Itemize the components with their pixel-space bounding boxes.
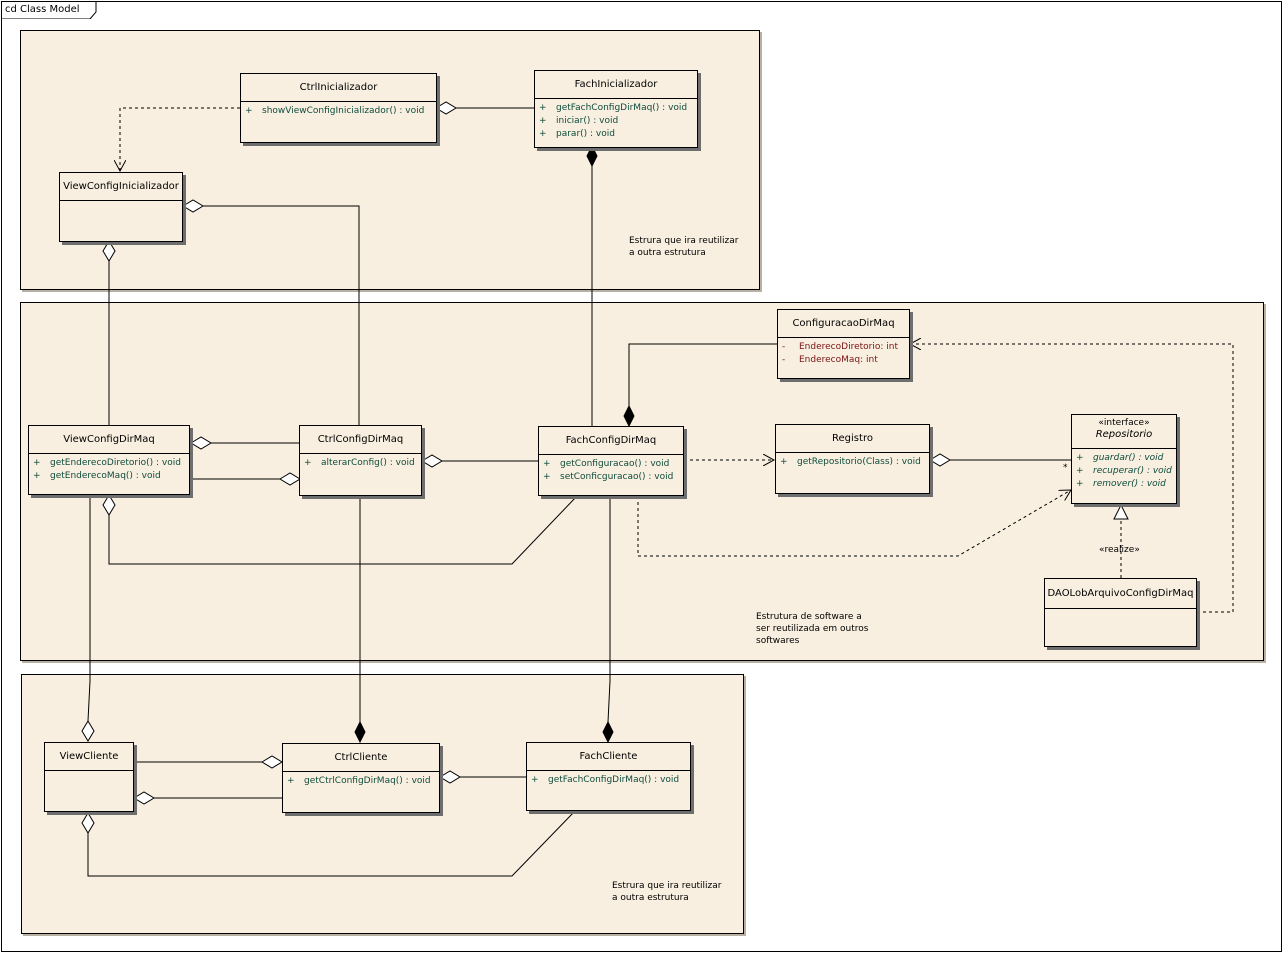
composition-diamond bbox=[623, 404, 635, 428]
aggregation-viewinit-ctrlconfig bbox=[203, 205, 360, 425]
composition-diamond bbox=[586, 144, 598, 168]
composition-diamond bbox=[354, 720, 366, 744]
composition-fachconfig-fachcliente bbox=[607, 496, 611, 723]
aggregation-diamond bbox=[439, 770, 461, 784]
class-fach-cliente[interactable]: FachCliente +getFachConfigDirMaq() : voi… bbox=[526, 742, 691, 811]
class-name: Repositorio bbox=[1095, 429, 1153, 440]
aggregation-diamond bbox=[421, 454, 443, 468]
operation: +getFachConfigDirMaq() : void bbox=[539, 103, 688, 113]
operation: +getEnderecoMaq() : void bbox=[33, 471, 161, 481]
frame-tab bbox=[1, 1, 97, 19]
operation: +getConfiguracao() : void bbox=[543, 459, 670, 469]
class-name: ViewConfigDirMaq bbox=[63, 434, 155, 445]
operation: +parar() : void bbox=[539, 129, 615, 139]
operation: +setConficguracao() : void bbox=[543, 472, 674, 482]
aggregation-viewconfig-fachconfig bbox=[108, 495, 578, 565]
dependency-ctrlinit-viewinit bbox=[120, 107, 240, 171]
operation: +remover() : void bbox=[1076, 479, 1166, 489]
class-ctrl-config-dir-maq[interactable]: CtrlConfigDirMaq +alterarConfig() : void bbox=[299, 425, 422, 496]
interface-repositorio[interactable]: «interface» Repositorio +guardar() : voi… bbox=[1071, 414, 1177, 504]
operation: +getCtrlConfigDirMaq() : void bbox=[287, 776, 431, 786]
operation: +getEnderecoDiretorio() : void bbox=[33, 458, 181, 468]
class-ctrl-cliente[interactable]: CtrlCliente +getCtrlConfigDirMaq() : voi… bbox=[282, 743, 440, 813]
interface-stereotype: «interface» bbox=[1098, 418, 1150, 428]
aggregation-viewconfig-viewcliente bbox=[87, 496, 91, 722]
multiplicity-label: * bbox=[1063, 463, 1068, 473]
operation: +getFachConfigDirMaq() : void bbox=[531, 775, 680, 785]
realize-stereotype: «realize» bbox=[1099, 545, 1140, 555]
aggregation-diamond bbox=[182, 199, 204, 213]
operation: +guardar() : void bbox=[1076, 453, 1164, 463]
attribute: -EnderecoDiretorio: int bbox=[782, 342, 898, 352]
aggregation-diamond bbox=[81, 812, 95, 834]
aggregation-diamond bbox=[929, 453, 951, 467]
class-name: FachConfigDirMaq bbox=[565, 435, 657, 446]
note-bottom: Estrura que ira reutilizar a outra estru… bbox=[612, 881, 722, 903]
class-view-cliente[interactable]: ViewCliente bbox=[44, 742, 134, 812]
class-configuracao-dir-maq[interactable]: ConfiguracaoDirMaq -EnderecoDiretorio: i… bbox=[777, 309, 910, 379]
attribute: -EnderecoMaq: int bbox=[782, 355, 878, 365]
class-name: FachCliente bbox=[579, 751, 638, 762]
frame-title: cd Class Model bbox=[5, 4, 80, 15]
class-name: ViewConfigInicializador bbox=[63, 181, 179, 192]
class-dao-lob-arquivo-config-dir-maq[interactable]: DAOLobArquivoConfigDirMaq bbox=[1044, 578, 1197, 647]
class-name: ViewCliente bbox=[59, 751, 119, 762]
class-view-config-dir-maq[interactable]: ViewConfigDirMaq +getEnderecoDiretorio()… bbox=[28, 425, 190, 495]
class-name: DAOLobArquivoConfigDirMaq bbox=[1047, 588, 1194, 599]
dependency-fachconfig-repositorio bbox=[637, 490, 1071, 557]
class-name: ConfiguracaoDirMaq bbox=[792, 318, 895, 329]
operation: +getRepositorio(Class) : void bbox=[780, 457, 921, 467]
aggregation-diamond bbox=[133, 791, 155, 805]
dependency-dao-configuracao bbox=[910, 344, 1234, 613]
class-name: CtrlInicializador bbox=[299, 82, 378, 93]
realization-triangle bbox=[1113, 503, 1129, 520]
class-fach-inicializador[interactable]: FachInicializador +getFachConfigDirMaq()… bbox=[534, 70, 698, 148]
class-name: CtrlConfigDirMaq bbox=[317, 434, 404, 445]
operation: +showViewConfigInicializador() : void bbox=[245, 106, 425, 116]
note-middle: Estrutura de software a ser reutilizada … bbox=[756, 612, 869, 646]
class-registro[interactable]: Registro +getRepositorio(Class) : void bbox=[775, 424, 930, 494]
class-name: Registro bbox=[832, 433, 873, 444]
operation: +iniciar() : void bbox=[539, 116, 619, 126]
aggregation-viewcliente-fachcliente bbox=[87, 810, 576, 877]
class-fach-config-dir-maq[interactable]: FachConfigDirMaq +getConfiguracao() : vo… bbox=[538, 426, 684, 496]
aggregation-diamond bbox=[102, 494, 116, 516]
composition-fachconfig-configuracao bbox=[628, 343, 777, 406]
aggregation-diamond bbox=[435, 101, 457, 115]
aggregation-diamond bbox=[190, 436, 212, 450]
class-view-config-inicializador[interactable]: ViewConfigInicializador bbox=[59, 172, 183, 242]
aggregation-diamond bbox=[81, 720, 95, 742]
aggregation-diamond bbox=[261, 755, 283, 769]
class-name: FachInicializador bbox=[574, 79, 658, 90]
class-name: CtrlCliente bbox=[334, 752, 388, 763]
aggregation-diamond bbox=[279, 472, 301, 486]
operation: +alterarConfig() : void bbox=[304, 458, 415, 468]
aggregation-diamond bbox=[102, 240, 116, 262]
composition-diamond bbox=[602, 720, 614, 744]
note-top: Estrura que ira reutilizar a outra estru… bbox=[629, 236, 739, 258]
class-ctrl-inicializador[interactable]: CtrlInicializador +showViewConfigInicial… bbox=[240, 73, 437, 143]
operation: +recuperar() : void bbox=[1076, 466, 1172, 476]
